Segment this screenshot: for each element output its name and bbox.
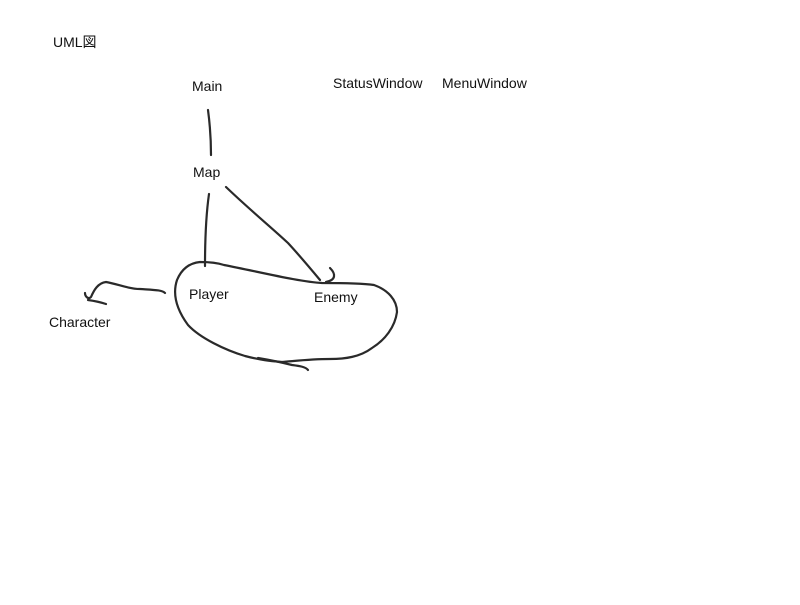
class-label-player: Player — [189, 286, 229, 302]
enemy-arrowhead — [324, 266, 336, 284]
main-map-connector — [206, 108, 213, 157]
map-player-connector — [203, 192, 211, 268]
diagram-title: UML図 — [53, 34, 97, 50]
class-label-enemy: Enemy — [314, 289, 358, 305]
class-label-status-window: StatusWindow — [333, 75, 423, 91]
class-label-character: Character — [49, 314, 111, 330]
player-enemy-group-outline — [173, 260, 399, 364]
map-enemy-connector — [224, 185, 322, 282]
character-connector-hook — [86, 298, 108, 306]
class-label-menu-window: MenuWindow — [442, 75, 527, 91]
class-label-map: Map — [193, 164, 221, 180]
group-outline-tail — [256, 356, 310, 372]
class-label-main: Main — [192, 78, 223, 94]
character-player-connector — [83, 280, 167, 300]
